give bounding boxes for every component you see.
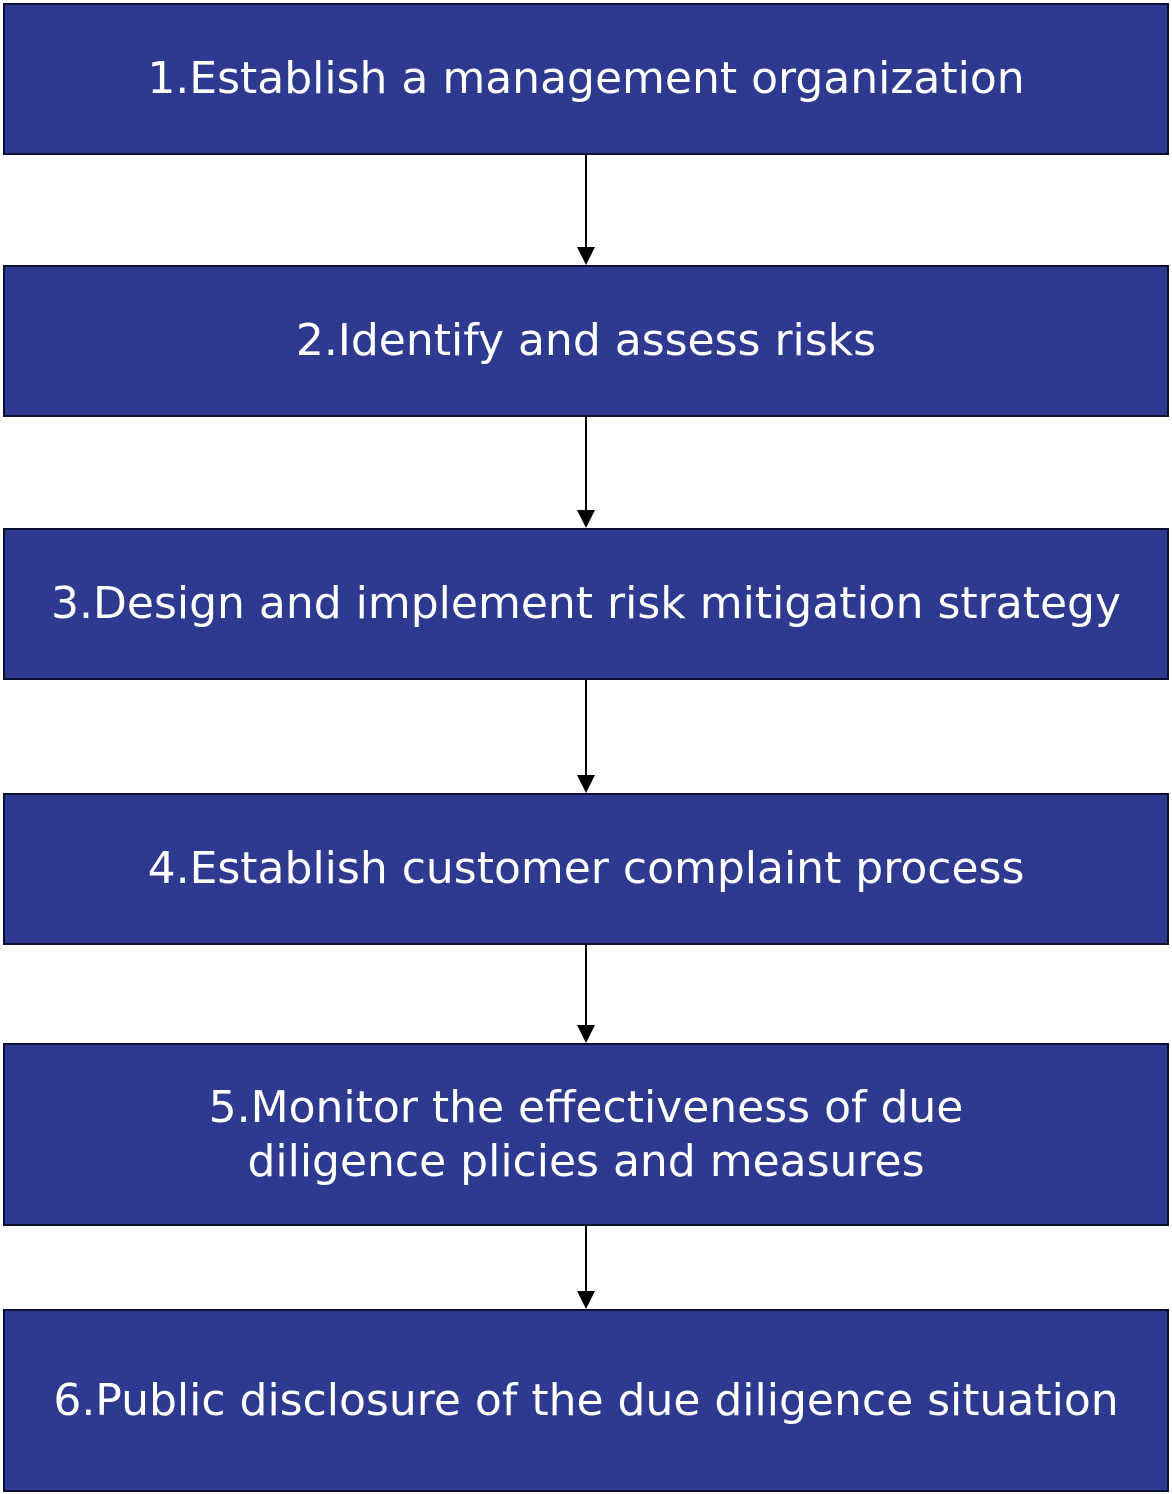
- step-1-box: 1.Establish a management organization: [3, 3, 1169, 155]
- step-2-box: 2.Identify and assess risks: [3, 265, 1169, 417]
- step-5-label: 5.Monitor the effectiveness of due dilig…: [208, 1081, 964, 1187]
- step-3-label: 3.Design and implement risk mitigation s…: [51, 578, 1121, 630]
- step-4-label: 4.Establish customer complaint process: [147, 843, 1025, 895]
- step-2-label: 2.Identify and assess risks: [295, 315, 877, 367]
- step-4-box: 4.Establish customer complaint process: [3, 793, 1169, 945]
- step-5-box: 5.Monitor the effectiveness of due dilig…: [3, 1043, 1169, 1226]
- step-1-label: 1.Establish a management organization: [147, 53, 1025, 105]
- step-6-box: 6.Public disclosure of the due diligence…: [3, 1309, 1169, 1492]
- step-3-box: 3.Design and implement risk mitigation s…: [3, 528, 1169, 680]
- step-6-label: 6.Public disclosure of the due diligence…: [53, 1374, 1119, 1426]
